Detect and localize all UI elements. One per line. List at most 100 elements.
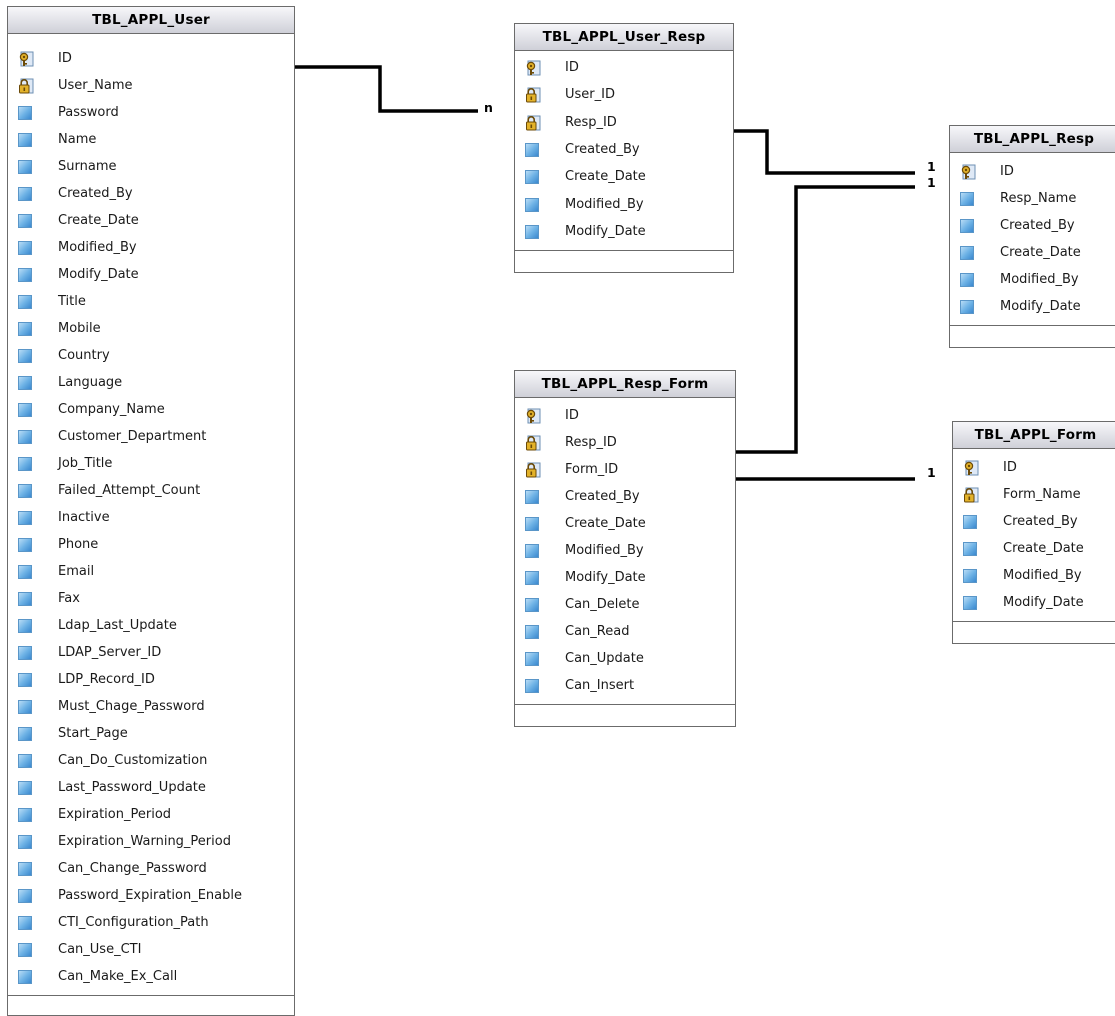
field-row[interactable]: Modified_By bbox=[515, 195, 733, 215]
field-row[interactable]: LDAP_Server_ID bbox=[8, 643, 294, 663]
field-row[interactable]: Job_Title bbox=[8, 454, 294, 474]
field-row[interactable]: Modify_Date bbox=[950, 297, 1115, 317]
field-row[interactable]: Modified_By bbox=[950, 270, 1115, 290]
field-row[interactable]: Can_Update bbox=[515, 649, 735, 669]
field-row[interactable]: Customer_Department bbox=[8, 427, 294, 447]
field-row[interactable]: Name bbox=[8, 130, 294, 150]
field-row[interactable]: Can_Delete bbox=[515, 595, 735, 615]
unique-key-icon bbox=[963, 485, 981, 505]
field-row[interactable]: Modified_By bbox=[8, 238, 294, 258]
field-row[interactable]: Country bbox=[8, 346, 294, 366]
field-name: Create_Date bbox=[565, 516, 646, 531]
field-row[interactable]: Created_By bbox=[515, 487, 735, 507]
column-icon bbox=[525, 167, 543, 187]
field-row[interactable]: ID bbox=[515, 406, 735, 426]
field-row[interactable]: Phone bbox=[8, 535, 294, 555]
field-row[interactable]: Company_Name bbox=[8, 400, 294, 420]
field-row[interactable]: LDP_Record_ID bbox=[8, 670, 294, 690]
column-icon bbox=[525, 595, 543, 615]
field-row[interactable]: Resp_ID bbox=[515, 113, 733, 133]
primary-key-icon bbox=[525, 406, 543, 426]
field-name: Modify_Date bbox=[1000, 299, 1081, 314]
field-row[interactable]: Create_Date bbox=[953, 539, 1115, 559]
field-name: ID bbox=[565, 408, 579, 423]
field-row[interactable]: CTI_Configuration_Path bbox=[8, 913, 294, 933]
field-row[interactable]: Password bbox=[8, 103, 294, 123]
field-name: Can_Delete bbox=[565, 597, 640, 612]
table-title[interactable]: TBL_APPL_User_Resp bbox=[515, 24, 733, 51]
field-row[interactable]: Created_By bbox=[953, 512, 1115, 532]
field-row[interactable]: Inactive bbox=[8, 508, 294, 528]
field-row[interactable]: Resp_ID bbox=[515, 433, 735, 453]
table-title[interactable]: TBL_APPL_Form bbox=[953, 422, 1115, 449]
field-name: Can_Change_Password bbox=[58, 861, 207, 876]
field-row[interactable]: Failed_Attempt_Count bbox=[8, 481, 294, 501]
field-row[interactable]: Language bbox=[8, 373, 294, 393]
field-name: CTI_Configuration_Path bbox=[58, 915, 209, 930]
field-row[interactable]: Create_Date bbox=[8, 211, 294, 231]
field-name: ID bbox=[1000, 164, 1014, 179]
field-row[interactable]: Created_By bbox=[950, 216, 1115, 236]
field-row[interactable]: Mobile bbox=[8, 319, 294, 339]
table-title[interactable]: TBL_APPL_Resp bbox=[950, 126, 1115, 153]
field-row[interactable]: ID bbox=[515, 58, 733, 78]
field-row[interactable]: Expiration_Warning_Period bbox=[8, 832, 294, 852]
field-row[interactable]: Form_ID bbox=[515, 460, 735, 480]
field-row[interactable]: Modify_Date bbox=[8, 265, 294, 285]
field-row[interactable]: Modified_By bbox=[515, 541, 735, 561]
field-name: Can_Read bbox=[565, 624, 630, 639]
field-row[interactable]: Create_Date bbox=[515, 514, 735, 534]
field-row[interactable]: Can_Do_Customization bbox=[8, 751, 294, 771]
field-row[interactable]: ID bbox=[8, 49, 294, 69]
field-row[interactable]: Can_Insert bbox=[515, 676, 735, 696]
field-row[interactable]: Can_Change_Password bbox=[8, 859, 294, 879]
field-row[interactable]: User_ID bbox=[515, 85, 733, 105]
field-row[interactable]: Create_Date bbox=[515, 167, 733, 187]
field-name: Title bbox=[58, 294, 86, 309]
field-row[interactable]: Form_Name bbox=[953, 485, 1115, 505]
field-row[interactable]: Can_Make_Ex_Call bbox=[8, 967, 294, 987]
field-row[interactable]: Create_Date bbox=[950, 243, 1115, 263]
field-row[interactable]: Modify_Date bbox=[515, 222, 733, 242]
field-row[interactable]: Expiration_Period bbox=[8, 805, 294, 825]
field-row[interactable]: User_Name bbox=[8, 76, 294, 96]
field-row[interactable]: Created_By bbox=[8, 184, 294, 204]
field-row[interactable]: Email bbox=[8, 562, 294, 582]
field-row[interactable]: Can_Read bbox=[515, 622, 735, 642]
table-title[interactable]: TBL_APPL_Resp_Form bbox=[515, 371, 735, 398]
field-row[interactable]: Surname bbox=[8, 157, 294, 177]
field-row[interactable]: Modify_Date bbox=[953, 593, 1115, 613]
field-row[interactable]: Title bbox=[8, 292, 294, 312]
field-name: Modify_Date bbox=[1003, 595, 1084, 610]
column-icon bbox=[960, 270, 978, 290]
unique-key-icon bbox=[525, 85, 543, 105]
field-row[interactable]: Resp_Name bbox=[950, 189, 1115, 209]
field-name: Resp_Name bbox=[1000, 191, 1077, 206]
column-icon bbox=[18, 508, 36, 528]
column-icon bbox=[18, 346, 36, 366]
field-row[interactable]: ID bbox=[950, 162, 1115, 182]
field-name: ID bbox=[1003, 460, 1017, 475]
field-row[interactable]: Created_By bbox=[515, 140, 733, 160]
field-row[interactable]: Must_Chage_Password bbox=[8, 697, 294, 717]
field-name: ID bbox=[565, 60, 579, 75]
field-row[interactable]: Ldap_Last_Update bbox=[8, 616, 294, 636]
field-row[interactable]: ID bbox=[953, 458, 1115, 478]
column-icon bbox=[525, 649, 543, 669]
field-row[interactable]: Can_Use_CTI bbox=[8, 940, 294, 960]
field-name: Inactive bbox=[58, 510, 110, 525]
field-row[interactable]: Start_Page bbox=[8, 724, 294, 744]
field-row[interactable]: Last_Password_Update bbox=[8, 778, 294, 798]
field-name: Create_Date bbox=[1003, 541, 1084, 556]
table-title[interactable]: TBL_APPL_User bbox=[8, 7, 294, 34]
column-icon bbox=[18, 940, 36, 960]
field-row[interactable]: Modified_By bbox=[953, 566, 1115, 586]
field-row[interactable]: Fax bbox=[8, 589, 294, 609]
field-row[interactable]: Password_Expiration_Enable bbox=[8, 886, 294, 906]
field-row[interactable]: Modify_Date bbox=[515, 568, 735, 588]
